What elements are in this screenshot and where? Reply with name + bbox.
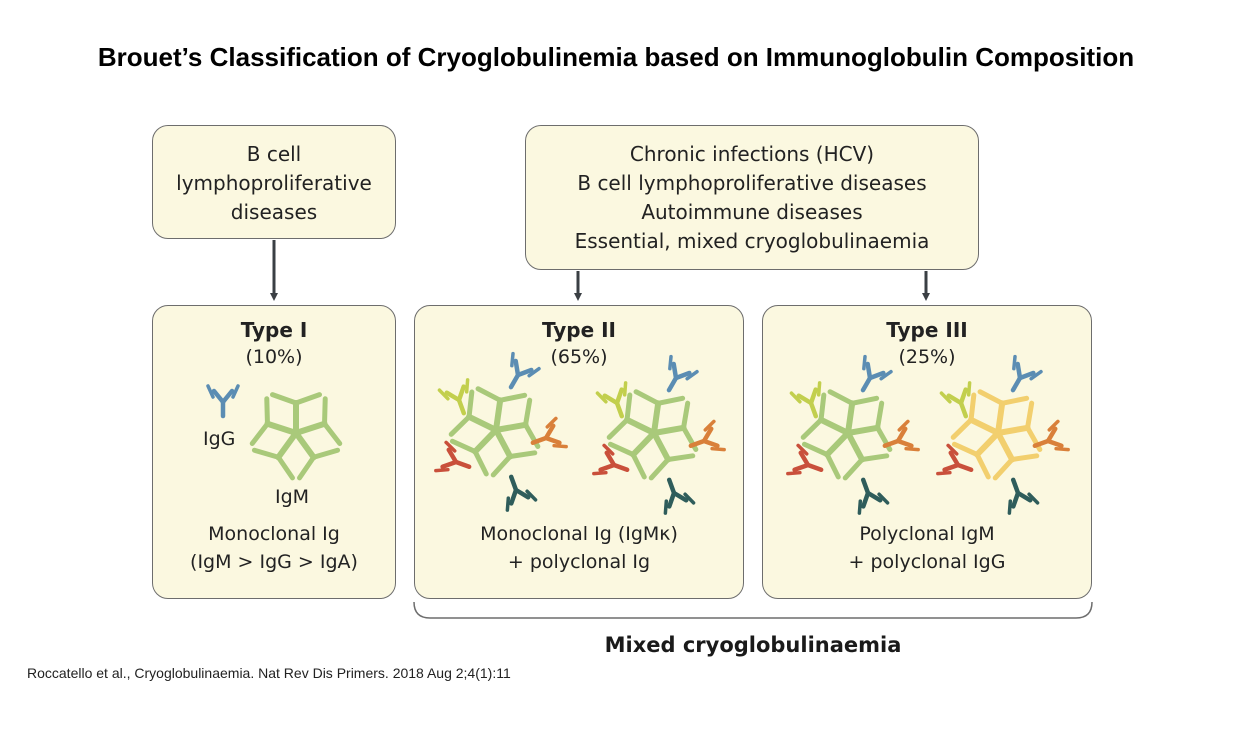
igg-icon: [595, 381, 628, 419]
type-title: Type III: [886, 318, 968, 342]
type1-box: Type I (10%) Monoclonal Ig (IgM > IgG > …: [152, 305, 396, 599]
igg-icon: [592, 443, 630, 476]
type1-cause-box: B cell lymphoproliferative diseases: [152, 125, 396, 239]
type-description: Monoclonal Ig (IgM > IgG > IgA): [153, 520, 395, 576]
igm-label: IgM: [275, 486, 310, 508]
igg-icon: [505, 474, 538, 512]
igg-icon: [1007, 477, 1040, 515]
type-title: Type II: [541, 318, 617, 342]
desc-line: (IgM > IgG > IgA): [190, 551, 358, 573]
type-percent: (25%): [898, 346, 956, 368]
antibody-illustrations: [206, 351, 1070, 515]
igg-icon: [936, 443, 974, 476]
page-title: Brouet’s Classification of Cryoglobuline…: [97, 42, 1135, 72]
igg-icon: [857, 477, 890, 515]
type-description: Polyclonal IgM + polyclonal IgG: [763, 520, 1091, 576]
citation: Roccatello et al., Cryoglobulinaemia. Na…: [27, 665, 511, 681]
cause-line: diseases: [230, 200, 318, 224]
desc-line: + polyclonal IgG: [848, 551, 1006, 573]
igg-icon: [434, 440, 472, 473]
igg-icon: [1032, 419, 1070, 452]
cause-line: Autoimmune diseases: [641, 200, 863, 224]
igm-pentamer-icon: [800, 389, 893, 481]
desc-line: Monoclonal Ig (IgMκ): [480, 523, 678, 545]
igg-icon: [1010, 354, 1043, 393]
cause-line: B cell lymphoproliferative diseases: [577, 171, 927, 195]
igg-icon: [939, 381, 972, 419]
igg-icon: [666, 354, 699, 393]
cause-line: lymphoproliferative: [176, 171, 372, 195]
igm-pentamer-icon: [606, 389, 699, 481]
igg-icon: [508, 351, 541, 390]
igg-icon: [437, 378, 470, 416]
mixed-brace: [413, 601, 1093, 619]
desc-line: Polyclonal IgM: [859, 523, 995, 545]
type-percent: (10%): [245, 346, 303, 368]
igm-pentamer-icon: [249, 392, 343, 481]
igm-pentamer-icon: [950, 389, 1043, 481]
igg-icon: [882, 419, 920, 452]
igg-label: IgG: [203, 428, 236, 450]
type2-box: Type II (65%) Monoclonal Ig (IgMκ) + pol…: [414, 305, 744, 599]
cause-line: Chronic infections (HCV): [629, 142, 875, 166]
igg-icon: [860, 354, 893, 393]
igg-icon: [206, 384, 240, 419]
desc-line: + polyclonal Ig: [507, 551, 651, 573]
igg-icon: [688, 419, 726, 452]
mixed-cryoglobulinaemia-label: Mixed cryoglobulinaemia: [604, 633, 902, 657]
type-percent: (65%): [550, 346, 608, 368]
igg-icon: [786, 443, 824, 476]
igg-icon: [789, 381, 822, 419]
cause-line: Essential, mixed cryoglobulinaemia: [574, 229, 930, 253]
igg-icon: [663, 477, 696, 515]
type-description: Monoclonal Ig (IgMκ) + polyclonal Ig: [415, 520, 743, 576]
mixed-causes-box: Chronic infections (HCV) B cell lymphopr…: [525, 125, 979, 270]
igg-icon: [530, 416, 568, 449]
type-title: Type I: [240, 318, 308, 342]
cause-line: B cell: [246, 142, 302, 166]
desc-line: Monoclonal Ig: [208, 523, 340, 545]
